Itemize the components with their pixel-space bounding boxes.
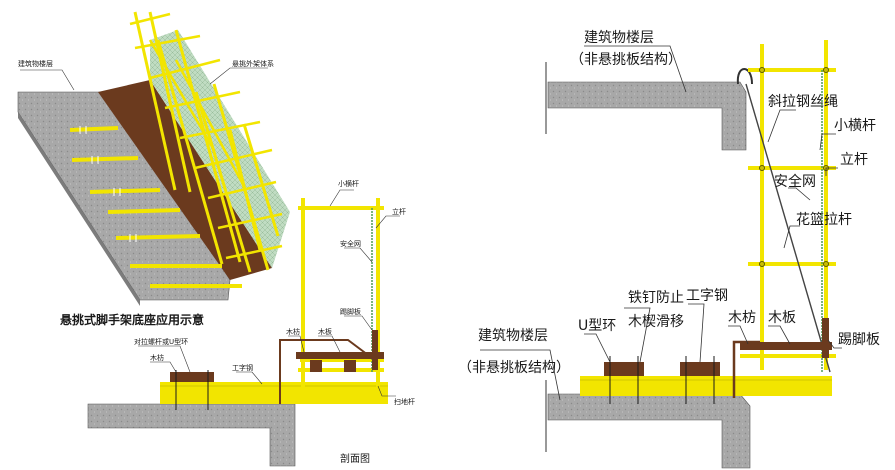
left-section-i-beam: [160, 382, 388, 404]
right-bottom-slab: [547, 393, 751, 469]
left-perspective-view: 建筑物楼层 悬挑外架体系 悬挑式脚手架底座应用示意: [17, 11, 290, 327]
left-section-slab: [87, 403, 296, 467]
left-floor-edge: [18, 112, 140, 306]
right-label-toe-board: 踢脚板: [838, 332, 880, 348]
left-section-label-wood-square-2: 木枋: [150, 353, 164, 362]
left-section-view: 小横杆 立杆 安全网 踢脚板 木枋 木板 对拉螺杆或U型环 木枋 工字钢 扫地杆…: [87, 179, 415, 467]
right-label-building-floor-top: 建筑物楼层: [584, 30, 654, 46]
left-wood-boards: [98, 80, 272, 280]
left-leader-lines: [20, 67, 268, 91]
right-leader-lines: [480, 45, 842, 401]
right-label-non-cantilever-bottom: （非悬挑板结构）: [458, 360, 570, 376]
right-top-slab: [547, 81, 747, 151]
right-wood-block-2: [680, 362, 720, 376]
left-section-label-toe-board: 踢脚板: [340, 307, 361, 316]
left-label-building-floor: 建筑物楼层: [18, 59, 53, 68]
left-i-beams: [69, 126, 242, 288]
left-section-label-wood-square: 木枋: [286, 327, 300, 336]
left-cross-bars: [129, 12, 283, 260]
right-label-nail-anti-slip-1: 铁钉防止: [628, 290, 684, 306]
left-section-wood-plank: [296, 352, 384, 359]
left-section-title: 剖面图: [340, 452, 370, 465]
left-section-label-safety-net: 安全网: [340, 239, 361, 248]
right-label-vertical-pole: 立杆: [840, 152, 868, 168]
right-section-view: 建筑物楼层 （非悬挑板结构） 斜拉钢丝绳 小横杆 立杆 安全网 花篮拉杆 铁钉防…: [458, 30, 880, 469]
left-section-label-sweep-pole: 扫地杆: [394, 397, 415, 406]
right-label-nail-anti-slip-2: 木楔滑移: [628, 313, 684, 330]
left-section-label-wood-plank: 木板: [318, 327, 332, 336]
right-label-building-floor-bottom: 建筑物楼层: [478, 328, 548, 344]
right-diagonal-wire: [745, 83, 831, 373]
left-diagram-title: 悬挑式脚手架底座应用示意: [59, 312, 204, 327]
right-i-beam: [580, 376, 832, 396]
left-section-label-vertical-pole: 立杆: [392, 207, 406, 216]
right-label-wood-plank: 木板: [768, 310, 796, 326]
left-section-leaders: [138, 189, 400, 397]
right-label-diagonal-wire: 斜拉钢丝绳: [768, 94, 838, 110]
left-section-toe-board: [372, 330, 378, 370]
right-vertical-poles: [760, 40, 828, 370]
right-label-small-crossbar: 小横杆: [834, 118, 876, 134]
left-section-label-anchor-bolt: 对拉螺杆或U型环: [134, 337, 188, 346]
left-section-wood-block: [170, 372, 214, 382]
left-safety-net: [150, 30, 290, 268]
right-label-safety-net: 安全网: [774, 173, 816, 190]
right-label-wood-square: 木枋: [728, 310, 756, 326]
right-bar-joints: [759, 67, 829, 267]
right-wood-block-1: [604, 362, 644, 376]
left-section-label-small-crossbar: 小横杆: [338, 179, 359, 188]
left-label-cantilever-frame: 悬挑外架体系: [232, 59, 274, 68]
right-label-non-cantilever-top: （非悬挑板结构）: [570, 52, 682, 68]
left-section-label-i-beam: 工字钢: [232, 363, 253, 372]
right-toe-board: [822, 318, 829, 358]
right-wood-plank: [740, 342, 832, 350]
left-beam-clamps: [79, 126, 137, 242]
right-label-diagonal-brace: 花篮拉杆: [796, 212, 852, 228]
right-label-u-ring: U型环: [578, 318, 616, 334]
right-label-i-beam: 工字钢: [686, 288, 728, 304]
